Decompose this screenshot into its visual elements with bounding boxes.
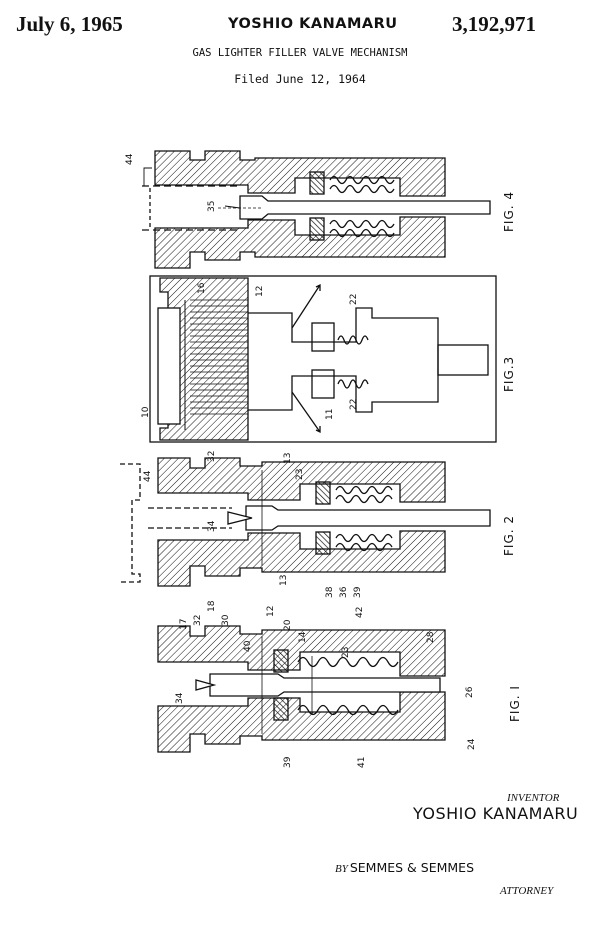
fig1-label: FIG. I (508, 685, 522, 722)
fig2-ref-13a: 13 (283, 453, 293, 464)
inventor-caption: INVENTOR (507, 792, 559, 804)
fig1-ref-32: 32 (193, 615, 203, 626)
fig3-ref-22b: 22 (349, 399, 359, 410)
fig2-label: FIG. 2 (502, 515, 516, 556)
fig2-ref-44: 44 (143, 470, 153, 482)
fig1-ref-18: 18 (207, 600, 217, 612)
fig1-ref-24: 24 (467, 738, 477, 750)
fig3-ref-10: 10 (141, 406, 151, 418)
fig2-ref-13b: 13 (279, 575, 289, 586)
fig2-ref-34: 34 (207, 520, 217, 532)
fig1-ref-28: 28 (426, 631, 436, 643)
fig4-label: FIG. 4 (502, 191, 516, 232)
fig1-ref-40: 40 (243, 640, 253, 652)
fig3-ref-11: 11 (325, 409, 335, 420)
fig1-ref-30: 30 (221, 614, 231, 626)
fig4-ref-44: 44 (125, 153, 135, 165)
fig4-ref-35: 35 (207, 201, 217, 212)
fig2-ref-36: 36 (339, 586, 349, 598)
fig3-ref-16: 16 (197, 282, 207, 294)
by-word: BY (335, 863, 348, 875)
attorney-caption: ATTORNEY (500, 885, 553, 897)
fig3-ref-22a: 22 (349, 294, 359, 305)
fig1-ref-41: 41 (357, 757, 367, 768)
fig1-ref-26: 26 (465, 686, 475, 698)
fig1-ref-34: 34 (175, 692, 185, 704)
figure-4 (142, 151, 490, 268)
fig1-ref-39: 39 (283, 756, 293, 768)
figure-3 (150, 276, 496, 442)
attorney-firm: SEMMES & SEMMES (350, 860, 474, 875)
fig2-ref-32: 32 (207, 451, 217, 462)
figure-2 (120, 458, 490, 586)
fig3-ref-12: 12 (255, 286, 265, 297)
inventor-name: YOSHIO KANAMARU (413, 804, 578, 823)
fig1-ref-42: 42 (355, 607, 365, 618)
fig1-ref-17: 17 (179, 619, 189, 630)
fig2-ref-23: 23 (295, 469, 305, 480)
fig3-label: FIG.3 (502, 356, 516, 392)
fig1-ref-20: 20 (283, 619, 293, 631)
fig2-ref-38: 38 (325, 586, 335, 598)
fig1-ref-23: 23 (341, 647, 351, 658)
fig1-ref-14: 14 (298, 631, 308, 643)
figure-1 (158, 626, 445, 752)
attorney-line: BYSEMMES & SEMMES (335, 860, 474, 875)
fig2-ref-39: 39 (353, 586, 363, 598)
fig1-ref-12: 12 (266, 606, 276, 617)
